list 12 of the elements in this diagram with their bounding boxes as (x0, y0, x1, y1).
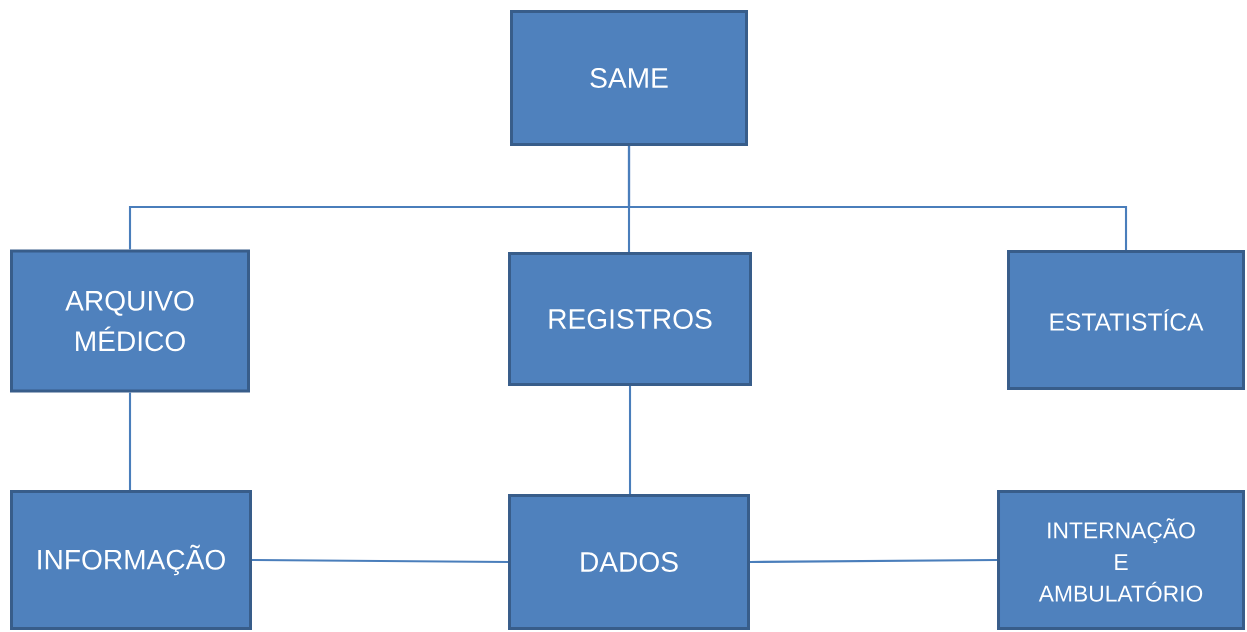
org-box: REGISTROS (508, 252, 752, 386)
org-box: INFORMAÇÃO (10, 490, 252, 630)
org-box: INTERNAÇÃO E AMBULATÓRIO (997, 490, 1245, 630)
connector-line (128, 392, 132, 490)
connector-line (628, 386, 632, 494)
connector-line (750, 558, 998, 564)
org-box: ARQUIVO MÉDICO (10, 249, 250, 393)
org-box: DADOS (508, 494, 750, 630)
connector-line (252, 558, 509, 564)
org-box: SAME (510, 10, 748, 146)
connector-line (627, 146, 1128, 250)
org-box: ESTATISTÍCA (1007, 250, 1245, 390)
